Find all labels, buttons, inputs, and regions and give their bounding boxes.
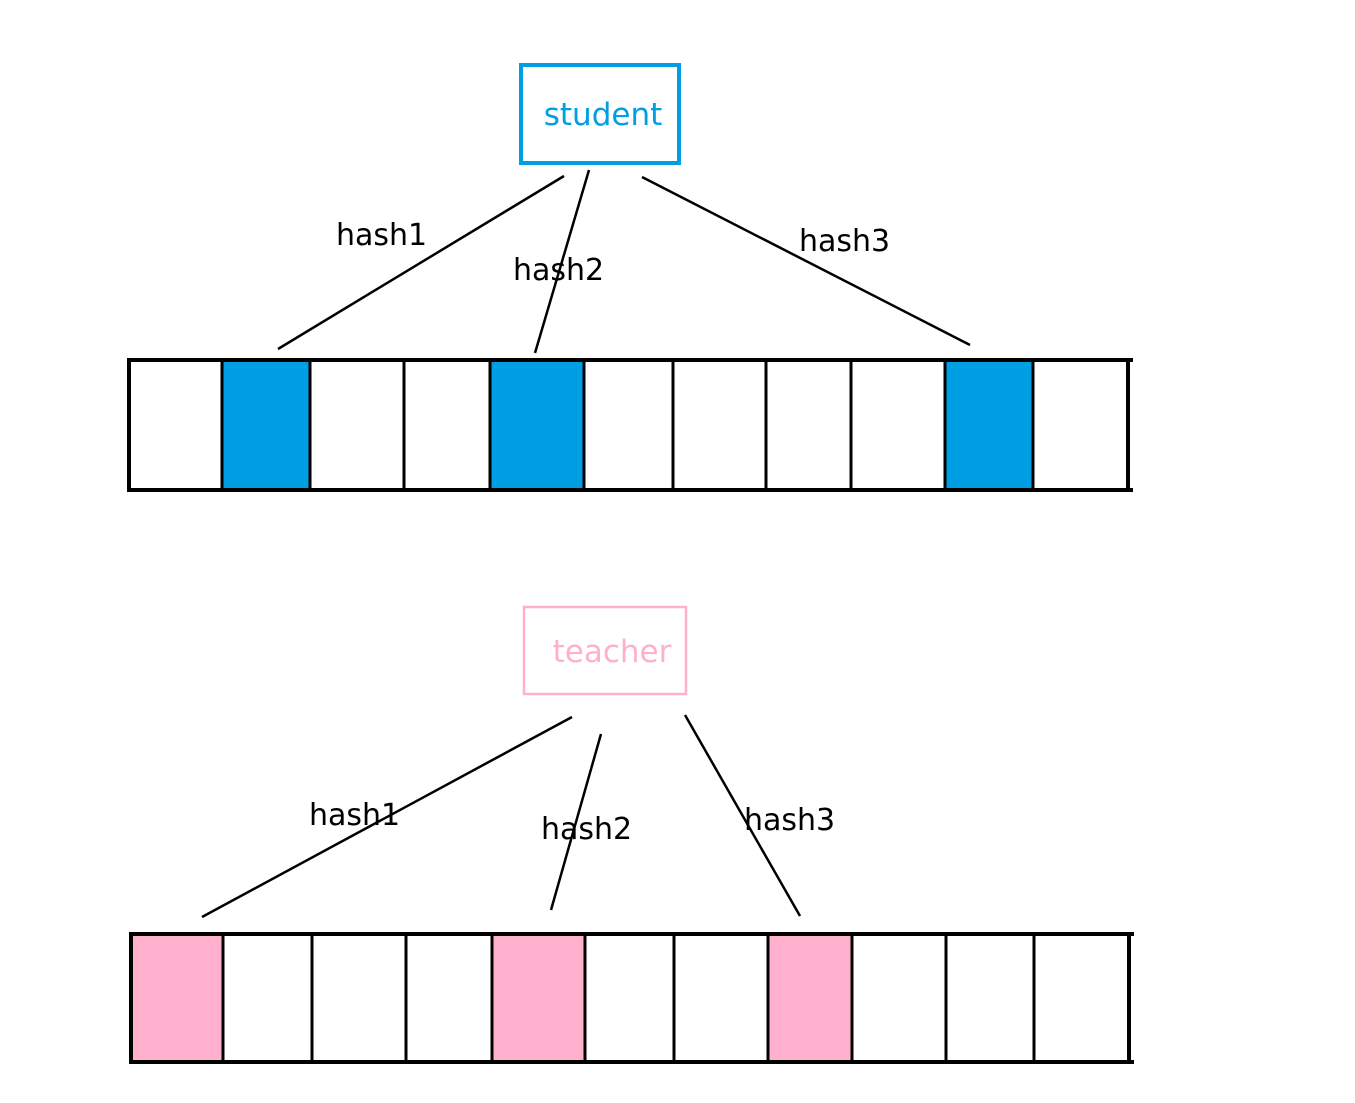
bit-cell (222, 360, 310, 490)
bit-cell (129, 360, 222, 490)
bit-cell (1034, 934, 1129, 1062)
bit-cell (310, 360, 404, 490)
bit-cell (674, 934, 768, 1062)
bit-cell (131, 934, 223, 1062)
student-hash2-label: hash2 (513, 253, 604, 288)
student-group: student hash1 hash2 hash3 (127, 63, 1133, 492)
student-hash2-edge (533, 169, 591, 354)
bit-cell (946, 934, 1034, 1062)
bit-cell (585, 934, 674, 1062)
bit-cell (406, 934, 492, 1062)
bit-cell (404, 360, 490, 490)
bit-cell (673, 360, 766, 490)
student-bit-array (127, 358, 1133, 492)
bit-cell (945, 360, 1033, 490)
student-key-label: student (544, 97, 663, 133)
bit-cell (766, 360, 851, 490)
bit-cell (851, 360, 945, 490)
student-key-box (519, 63, 681, 165)
bit-cell (852, 934, 946, 1062)
bit-cell (490, 360, 584, 490)
bit-cell (312, 934, 406, 1062)
teacher-bit-array (129, 932, 1134, 1064)
student-hash3-edge (641, 175, 971, 347)
teacher-hash1-edge (201, 715, 573, 919)
teacher-hash2-label: hash2 (541, 812, 632, 847)
teacher-hash1-label: hash1 (309, 798, 400, 833)
student-hash3-label: hash3 (799, 224, 890, 259)
teacher-group: teacher hash1 hash2 hash3 (129, 605, 1134, 1064)
student-hash1-edge (277, 174, 565, 351)
teacher-key-label: teacher (553, 634, 672, 670)
student-hash1-label: hash1 (336, 218, 427, 253)
teacher-hash3-label: hash3 (744, 803, 835, 838)
teacher-hash2-edge (549, 733, 603, 911)
bit-cell (768, 934, 852, 1062)
bit-cell (492, 934, 585, 1062)
bit-cell (1033, 360, 1128, 490)
teacher-key-box (522, 605, 688, 696)
teacher-hash3-edge (683, 714, 802, 917)
bit-cell (223, 934, 312, 1062)
bit-cell (584, 360, 673, 490)
